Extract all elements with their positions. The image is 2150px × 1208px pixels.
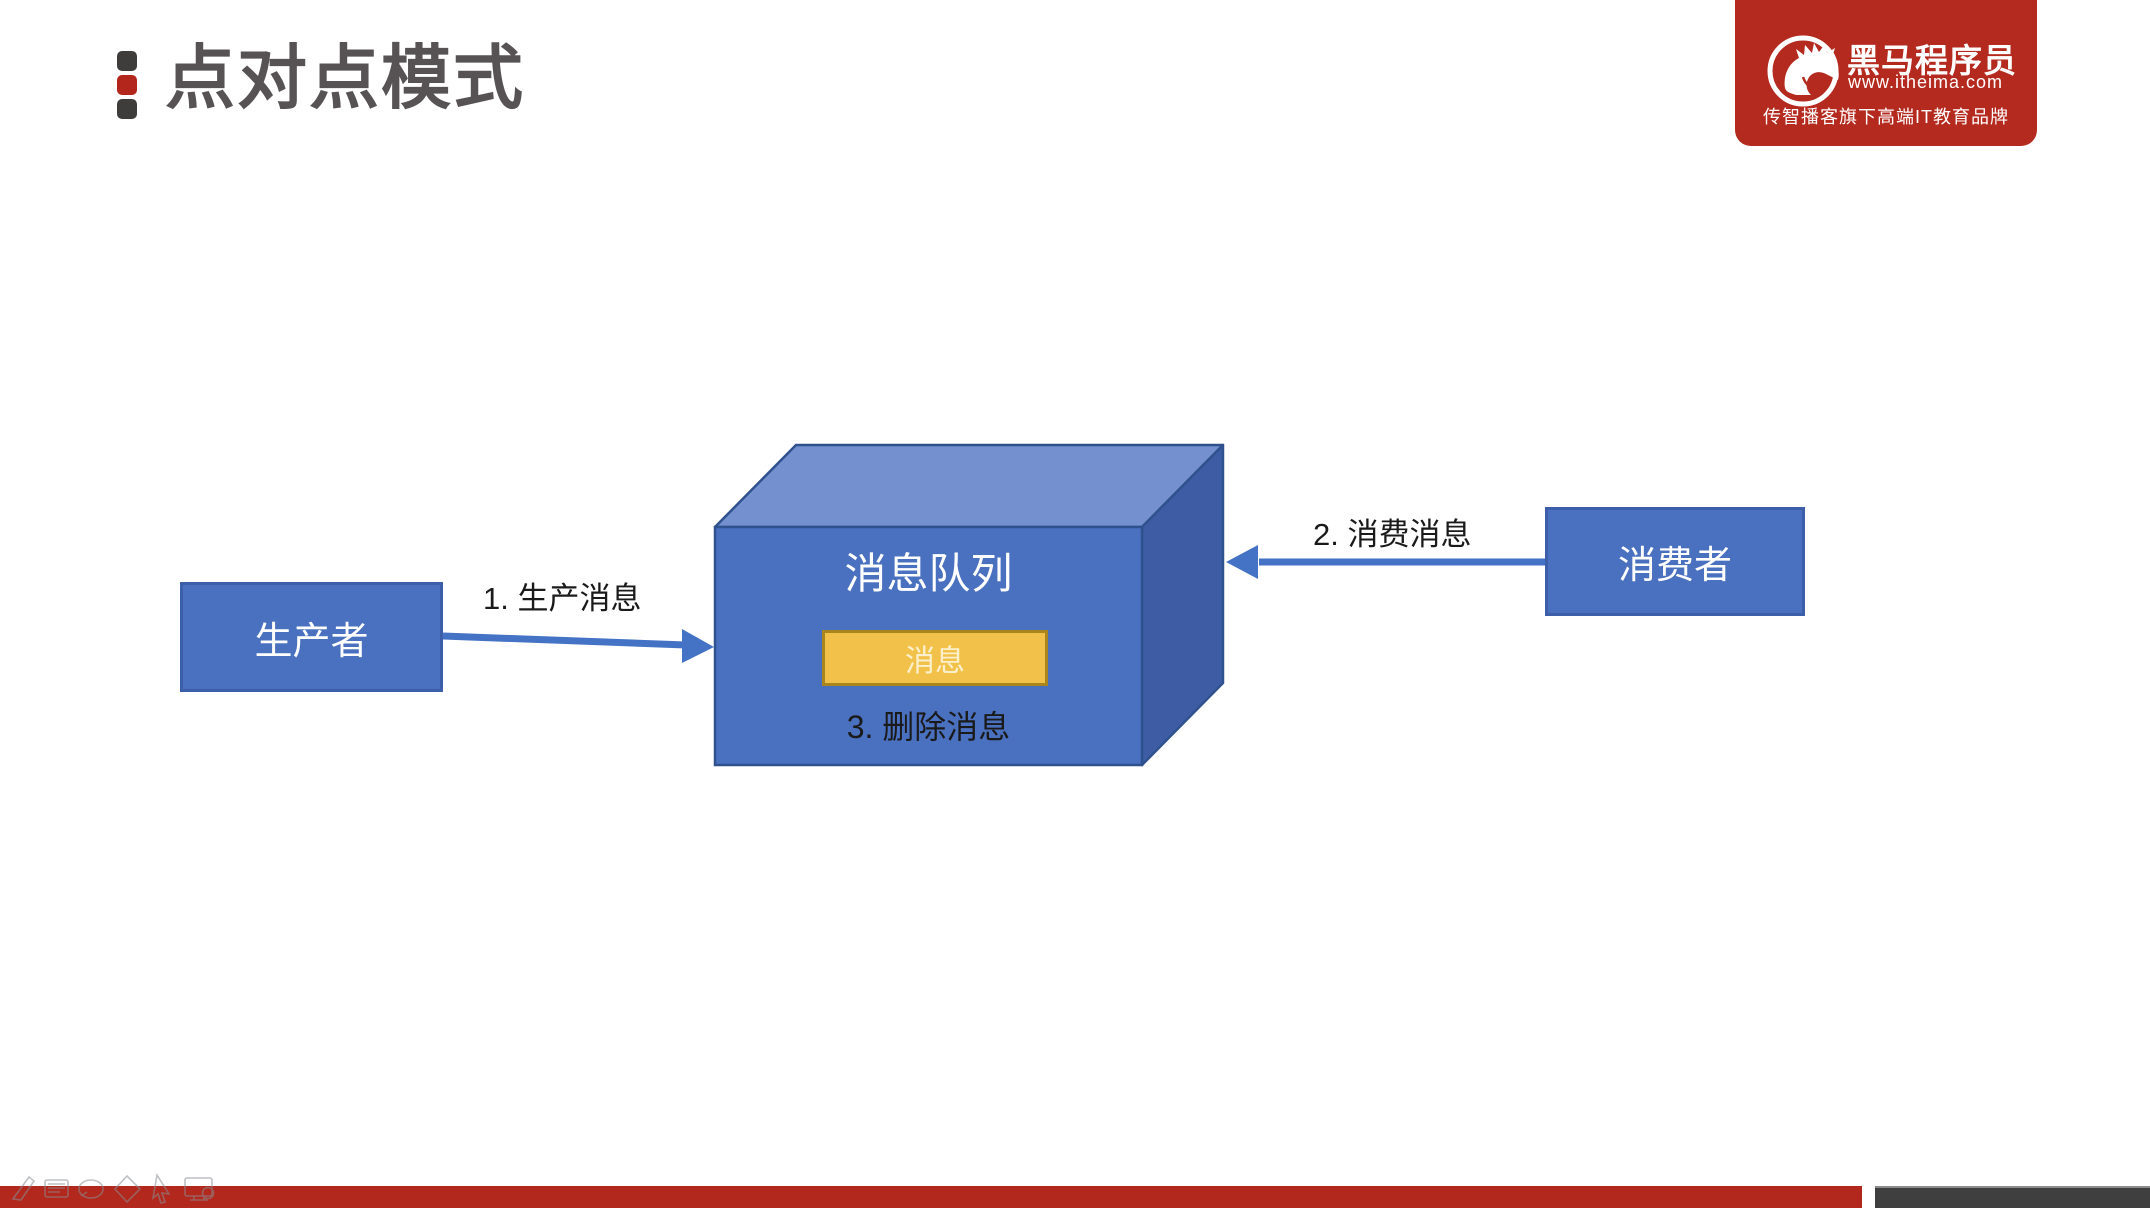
pen-icon[interactable]: [11, 1175, 36, 1201]
queue-label: 消息队列: [844, 550, 1013, 597]
consumer-node: 消费者: [1545, 507, 1805, 616]
message-label: 消息: [905, 645, 965, 678]
brand-logo: 黑马程序员 www.itheima.com 传智播客旗下高端IT教育品牌: [1735, 0, 2037, 146]
ellipse-icon[interactable]: [78, 1179, 104, 1199]
bullet-square-red: [117, 75, 137, 95]
message-queue-cube: [713, 443, 1225, 767]
step3-delete-label: 3. 删除消息: [846, 709, 1011, 745]
monitor-icon[interactable]: [184, 1177, 215, 1201]
brand-name: 黑马程序员: [1847, 42, 2017, 79]
producer-node: 生产者: [180, 582, 443, 692]
step2-consume-label: 2. 消费消息: [1313, 517, 1472, 552]
diamond-icon[interactable]: [113, 1174, 142, 1204]
step1-produce-label: 1. 生产消息: [483, 581, 642, 616]
brand-tagline: 传智播客旗下高端IT教育品牌: [1763, 107, 2009, 127]
title-bullet-decoration: [117, 51, 137, 123]
bottom-dark-bar: [1875, 1186, 2150, 1208]
cube-top-face: [713, 443, 1225, 529]
horse-icon: [1767, 35, 1839, 107]
page-title: 点对点模式: [165, 39, 525, 117]
bottom-red-bar: [0, 1186, 1862, 1208]
cursor-icon[interactable]: [151, 1172, 171, 1204]
keyboard-icon[interactable]: [44, 1179, 69, 1198]
presenter-toolbar: [8, 1168, 220, 1206]
brand-website: www.itheima.com: [1848, 72, 2004, 92]
producer-label: 生产者: [254, 620, 369, 663]
bullet-square-dark-top: [117, 51, 137, 71]
consumer-label: 消费者: [1617, 545, 1732, 587]
produce-arrow: [442, 629, 714, 663]
consume-arrow: [1226, 545, 1545, 579]
message-node: 消息: [822, 630, 1048, 686]
bullet-square-dark-bottom: [117, 99, 137, 119]
